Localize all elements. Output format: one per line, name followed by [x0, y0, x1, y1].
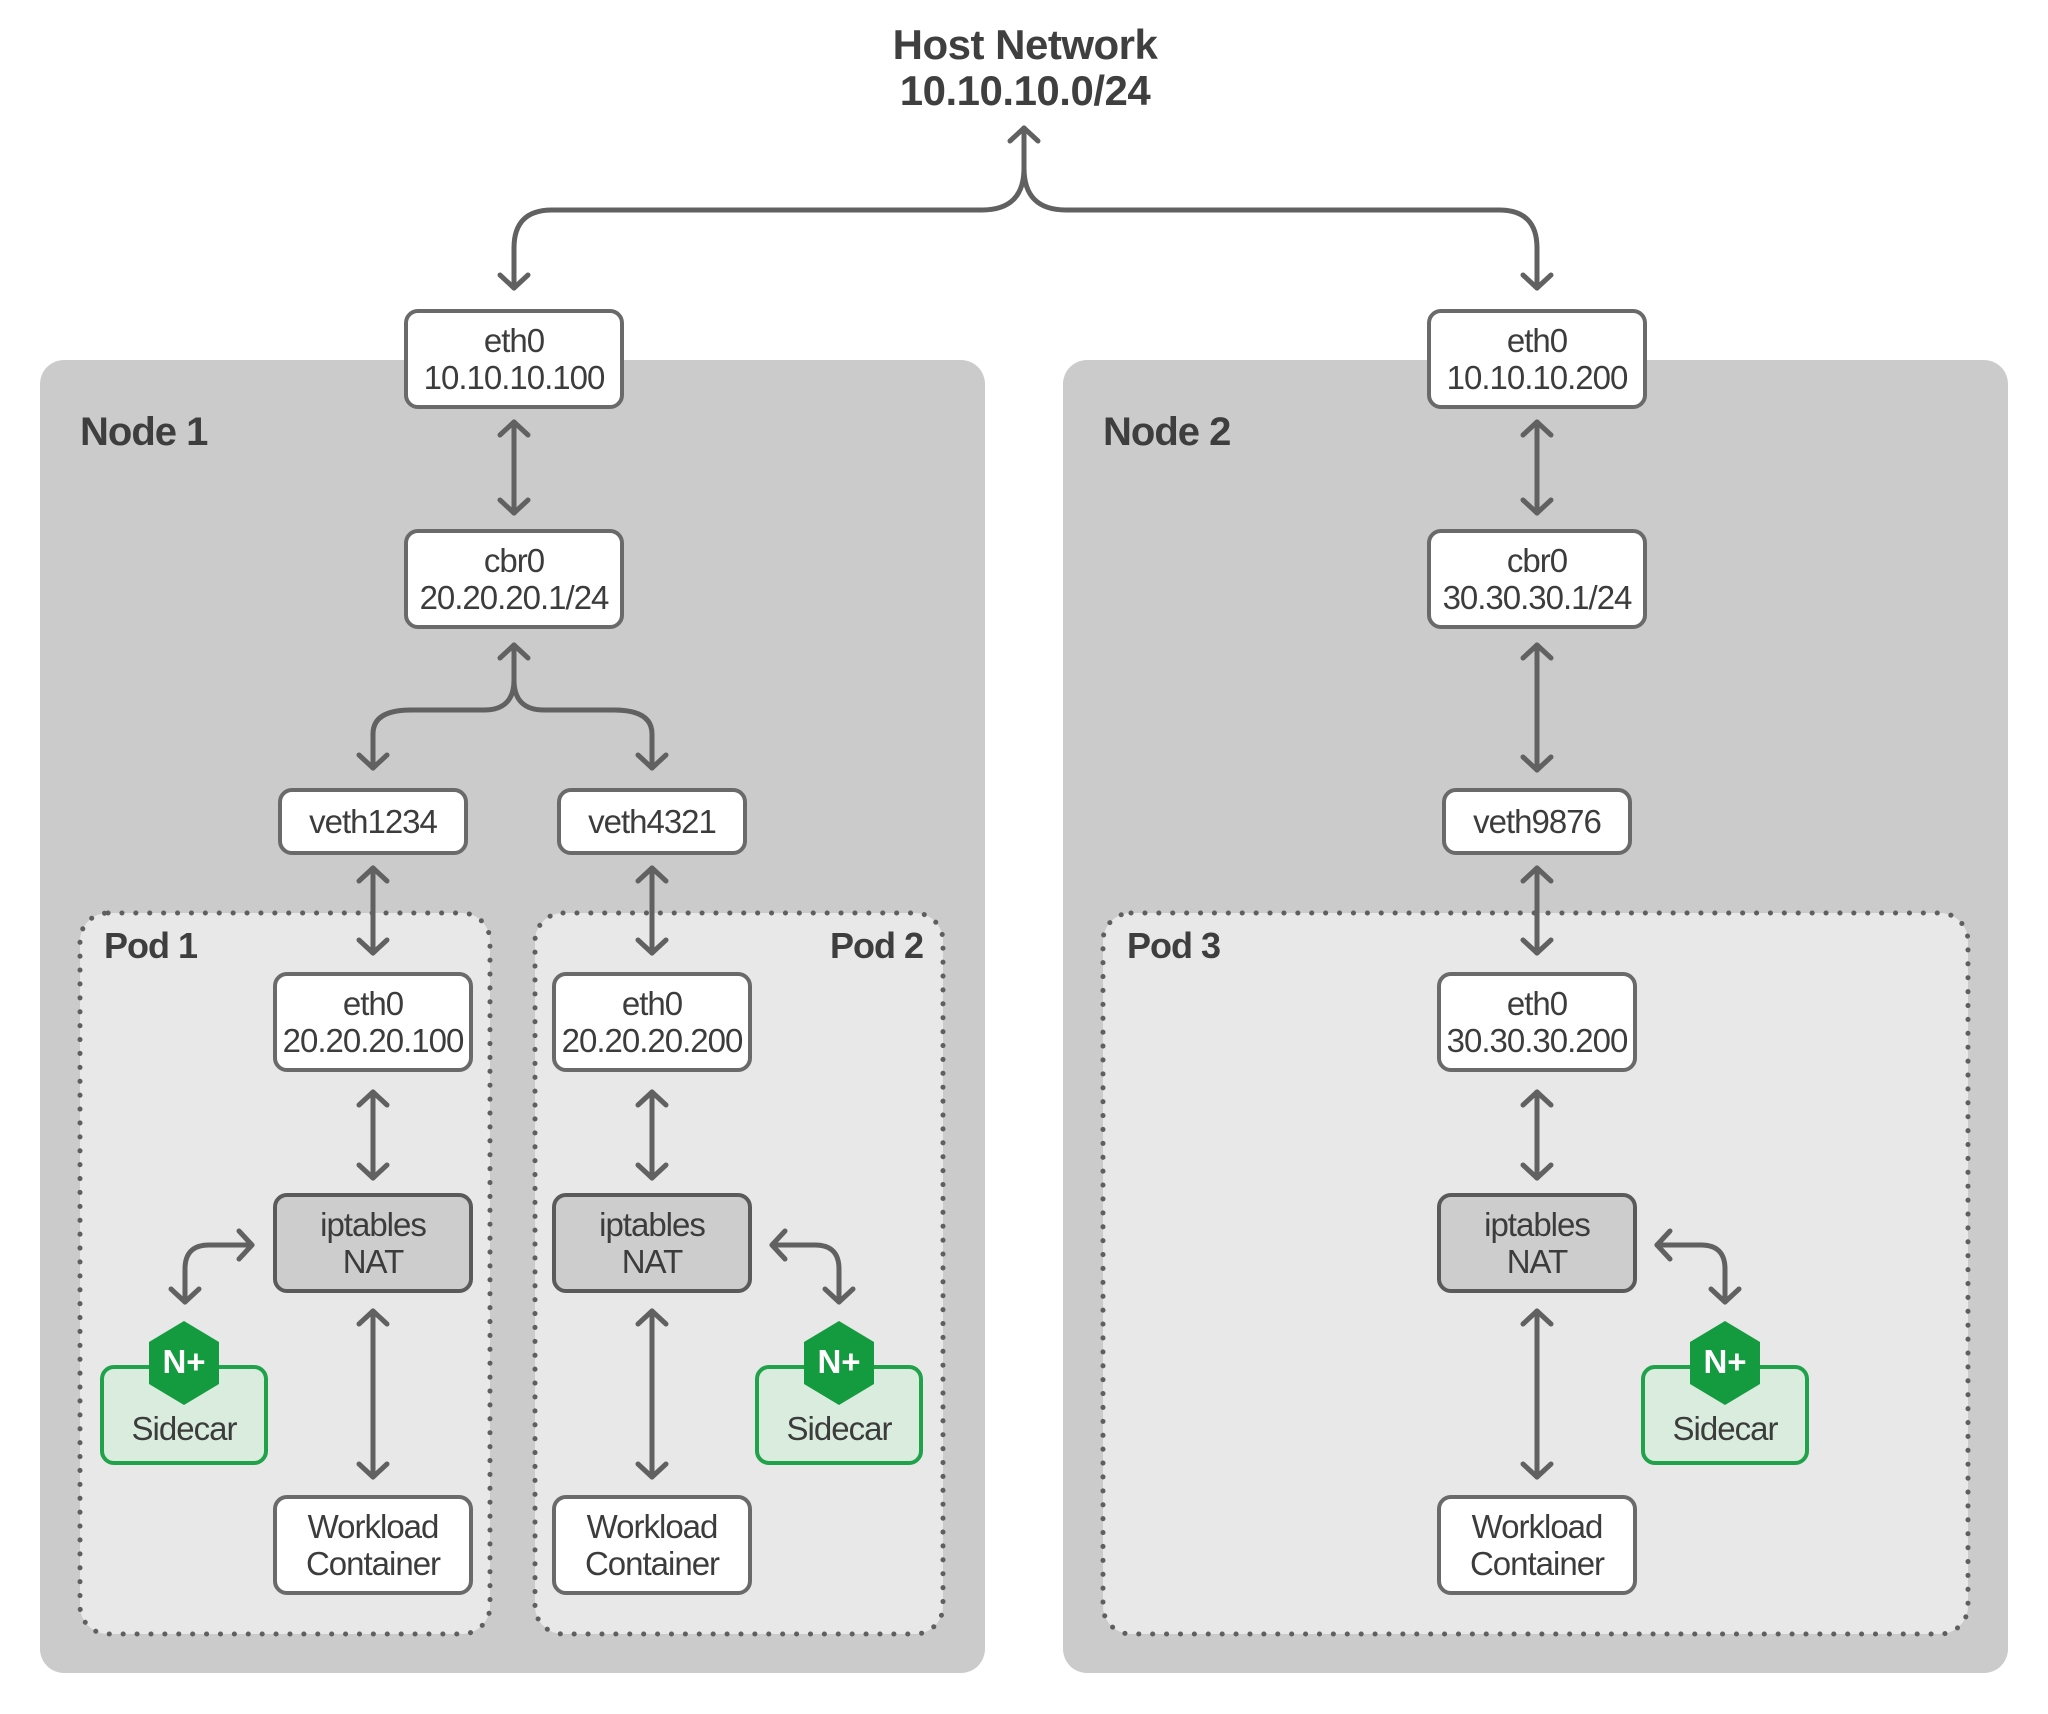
pod1-nat-line1: iptables	[320, 1206, 427, 1243]
pod1-nat-line2: NAT	[342, 1243, 405, 1280]
pod3-workload-container-box: Workload Container	[1437, 1495, 1637, 1595]
arrow-pod3-nat-sidecar	[1654, 1228, 1742, 1305]
pod2-nat-line2: NAT	[621, 1243, 684, 1280]
pod1-workload-line1: Workload	[307, 1508, 440, 1545]
node1-cbr0-box: cbr0 20.20.20.1/24	[404, 529, 624, 629]
arrow-node1-cbr0-to-veth1234	[356, 677, 517, 771]
node2-eth0-name: eth0	[1506, 322, 1568, 359]
nginx-plus-icon: N+	[804, 1321, 874, 1405]
arrow-pod2-nat-sidecar	[769, 1228, 856, 1305]
arrow-node1-cbr0-to-veth4321	[511, 677, 669, 771]
pod3-sidecar-label: Sidecar	[1672, 1410, 1779, 1447]
host-network-title: Host Network 10.10.10.0/24	[725, 22, 1325, 114]
nginx-plus-icon-text: N+	[162, 1343, 206, 1380]
node2-label: Node 2	[1103, 410, 1231, 454]
pod2-nat-line1: iptables	[599, 1206, 706, 1243]
pod2-eth0-box: eth0 20.20.20.200	[552, 972, 752, 1072]
pod3-nat-line2: NAT	[1506, 1243, 1569, 1280]
veth4321-label: veth4321	[588, 803, 717, 840]
veth9876-label: veth9876	[1473, 803, 1602, 840]
pod2-sidecar-label: Sidecar	[786, 1410, 893, 1447]
veth1234-label: veth1234	[309, 803, 438, 840]
arrow-pod1-nat-sidecar	[168, 1228, 255, 1305]
pod1-eth0-ip: 20.20.20.100	[282, 1022, 465, 1059]
veth4321-box: veth4321	[557, 788, 747, 855]
pod3-eth0-box: eth0 30.30.30.200	[1437, 972, 1637, 1072]
node1-label: Node 1	[80, 410, 208, 454]
arrow-host-to-node2-eth0	[1021, 165, 1554, 291]
pod1-sidecar-box: Sidecar	[100, 1365, 268, 1465]
veth9876-box: veth9876	[1442, 788, 1632, 855]
node2-eth0-ip: 10.10.10.200	[1446, 359, 1629, 396]
pod2-workload-container-box: Workload Container	[552, 1495, 752, 1595]
nginx-plus-icon-text: N+	[1703, 1343, 1747, 1380]
pod3-workload-line2: Container	[1469, 1545, 1605, 1582]
pod2-iptables-nat-box: iptables NAT	[552, 1193, 752, 1293]
pod1-workload-line2: Container	[305, 1545, 441, 1582]
pod3-eth0-ip: 30.30.30.200	[1446, 1022, 1629, 1059]
pod3-iptables-nat-box: iptables NAT	[1437, 1193, 1637, 1293]
node2-cbr0-name: cbr0	[1506, 542, 1568, 579]
pod1-iptables-nat-box: iptables NAT	[273, 1193, 473, 1293]
pod1-eth0-name: eth0	[342, 985, 404, 1022]
host-network-title-line2: 10.10.10.0/24	[899, 67, 1151, 114]
pod1-eth0-box: eth0 20.20.20.100	[273, 972, 473, 1072]
nginx-plus-icon: N+	[149, 1321, 219, 1405]
nginx-plus-icon-text: N+	[817, 1343, 861, 1380]
node2-eth0-box: eth0 10.10.10.200	[1427, 309, 1647, 409]
pod3-workload-line1: Workload	[1471, 1508, 1604, 1545]
pod2-workload-line1: Workload	[586, 1508, 719, 1545]
node1-eth0-ip: 10.10.10.100	[423, 359, 606, 396]
node1-cbr0-name: cbr0	[483, 542, 545, 579]
pod3-eth0-name: eth0	[1506, 985, 1568, 1022]
veth1234-box: veth1234	[278, 788, 468, 855]
pod2-eth0-name: eth0	[621, 985, 683, 1022]
pod2-eth0-ip: 20.20.20.200	[561, 1022, 744, 1059]
pod2-label: Pod 2	[829, 925, 924, 966]
pod1-label: Pod 1	[104, 925, 198, 966]
node1-eth0-name: eth0	[483, 322, 545, 359]
pod1-sidecar-label: Sidecar	[131, 1410, 238, 1447]
arrow-host-to-node1-eth0	[497, 165, 1027, 291]
pod3-nat-line1: iptables	[1484, 1206, 1591, 1243]
node2-cbr0-box: cbr0 30.30.30.1/24	[1427, 529, 1647, 629]
pod2-workload-line2: Container	[584, 1545, 720, 1582]
node1-cbr0-ip: 20.20.20.1/24	[419, 579, 610, 616]
node1-eth0-box: eth0 10.10.10.100	[404, 309, 624, 409]
node2-cbr0-ip: 30.30.30.1/24	[1442, 579, 1633, 616]
host-network-title-line1: Host Network	[892, 21, 1158, 68]
pod3-label: Pod 3	[1127, 925, 1221, 966]
pod1-workload-container-box: Workload Container	[273, 1495, 473, 1595]
